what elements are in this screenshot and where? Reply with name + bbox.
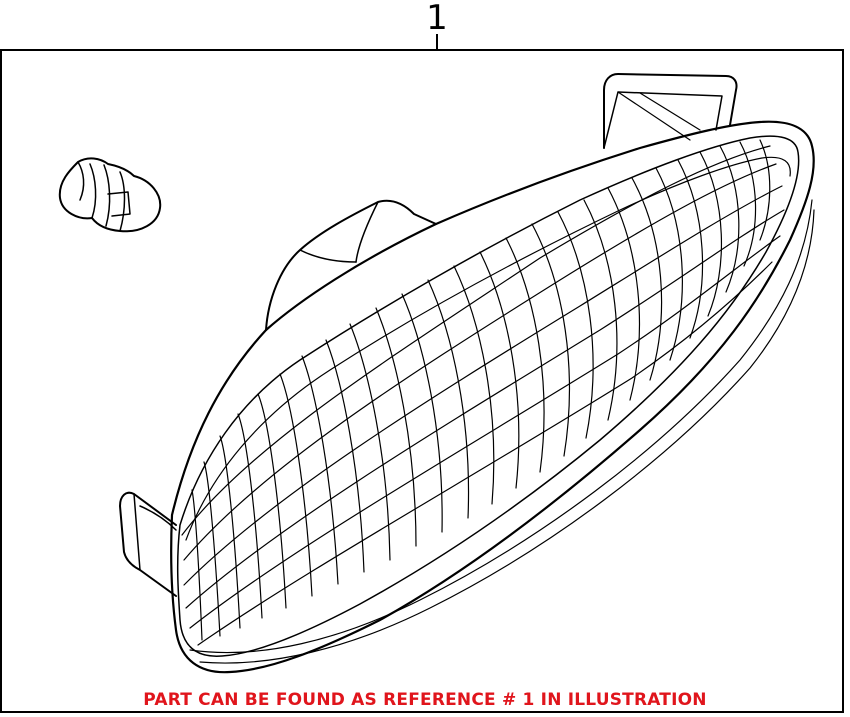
lamp-icon [119, 73, 815, 674]
bulb-icon [58, 157, 162, 233]
reference-number-callout: 1 [426, 0, 448, 38]
callout-leader-line [436, 34, 438, 49]
illustration-frame [0, 49, 844, 713]
reference-caption: PART CAN BE FOUND AS REFERENCE # 1 IN IL… [143, 690, 707, 710]
